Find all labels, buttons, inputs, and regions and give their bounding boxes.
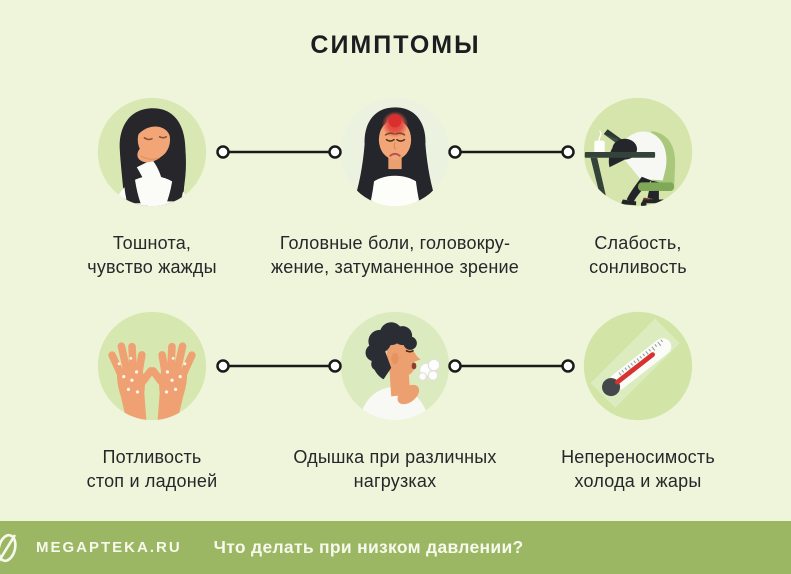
- footer-bar: MEGAPTEKA.RU Что делать при низком давле…: [0, 521, 791, 574]
- caption-line: стоп и ладоней: [86, 471, 218, 491]
- caption-line: нагрузках: [353, 471, 437, 491]
- connector-line: [448, 145, 575, 159]
- caption-line: Непереносимость: [561, 447, 715, 467]
- symptom-card-fatigue: Слабость, сонливость: [498, 95, 778, 279]
- page-title: СИМПТОМЫ: [310, 31, 481, 59]
- symptom-card-headache: Головные боли, головокру- жение, затуман…: [255, 95, 535, 279]
- thermometer-icon: [583, 311, 693, 421]
- connector-line: [448, 359, 575, 373]
- footer-tagline: Что делать при низком давлении?: [213, 537, 524, 557]
- symptom-caption: Непереносимость холода и жары: [561, 445, 715, 493]
- caption-line: жение, затуманенное зрение: [271, 257, 519, 277]
- symptom-caption: Одышка при различных нагрузках: [293, 445, 496, 493]
- connector-line: [216, 145, 342, 159]
- symptom-caption: Головные боли, головокру- жение, затуман…: [271, 231, 519, 279]
- caption-line: Одышка при различных: [293, 447, 497, 467]
- caption-line: Потливость: [102, 447, 202, 467]
- headache-icon: [340, 97, 450, 207]
- symptom-caption: Тошнота, чувство жажды: [87, 231, 217, 279]
- symptom-caption: Потливость стоп и ладоней: [87, 445, 218, 493]
- nausea-icon: [97, 97, 207, 207]
- sweaty-palms-icon: [97, 311, 207, 421]
- connector-line: [216, 359, 342, 373]
- dyspnea-icon: [340, 311, 450, 421]
- caption-line: сонливость: [589, 257, 687, 277]
- symptom-card-sweating: Потливость стоп и ладоней: [12, 309, 292, 493]
- fatigue-icon: [583, 97, 693, 207]
- footer-logo-text: MEGAPTEKA.RU: [36, 539, 182, 556]
- caption-line: чувство жажды: [87, 257, 217, 277]
- symptom-caption: Слабость, сонливость: [589, 231, 687, 279]
- megapteka-logo-icon: [0, 533, 17, 562]
- caption-line: Тошнота,: [112, 233, 192, 253]
- caption-line: Слабость,: [594, 233, 682, 253]
- symptom-card-nausea: Тошнота, чувство жажды: [12, 95, 292, 279]
- caption-line: холода и жары: [574, 471, 702, 491]
- symptom-card-dyspnea: Одышка при различных нагрузках: [255, 309, 535, 493]
- symptom-card-temperature: Непереносимость холода и жары: [498, 309, 778, 493]
- caption-line: Головные боли, головокру-: [279, 233, 511, 253]
